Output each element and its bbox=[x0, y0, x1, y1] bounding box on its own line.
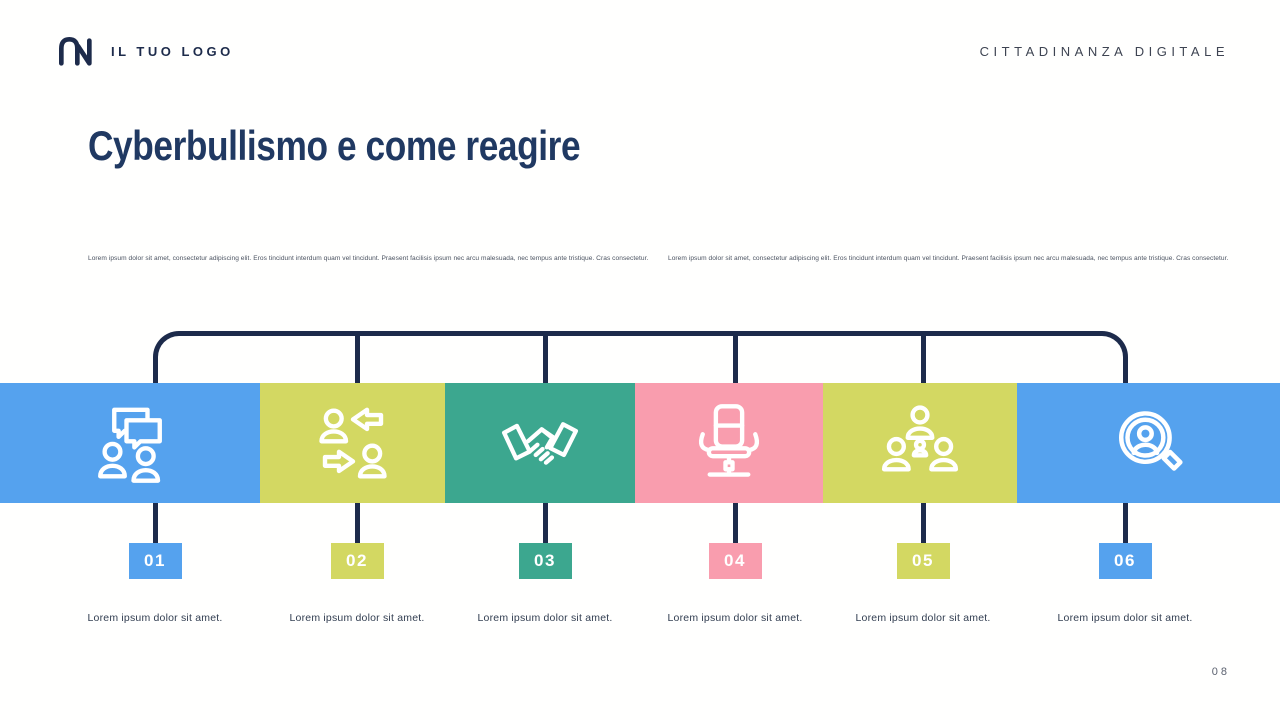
logo-icon bbox=[59, 37, 92, 66]
step-number: 01 bbox=[144, 551, 166, 570]
connector-stub bbox=[920, 331, 926, 383]
step-number: 05 bbox=[912, 551, 934, 570]
brand: IL TUO LOGO bbox=[55, 34, 234, 66]
team-icon bbox=[881, 405, 959, 472]
connector-stub bbox=[152, 503, 158, 544]
connector-stub bbox=[354, 503, 360, 544]
step-number-badge: 02 bbox=[330, 543, 384, 579]
step-number-badge: 04 bbox=[708, 543, 762, 579]
handshake-icon bbox=[501, 422, 579, 465]
step-box-3 bbox=[445, 383, 635, 503]
step-number-badge: 06 bbox=[1098, 543, 1152, 579]
step-box-1 bbox=[0, 383, 260, 503]
connector-bracket bbox=[152, 331, 1128, 383]
step-caption: Lorem ipsum dolor sit amet. bbox=[855, 612, 991, 624]
step-number: 06 bbox=[1114, 551, 1136, 570]
people-exchange-icon bbox=[318, 407, 387, 479]
people-chat-icon bbox=[98, 407, 162, 483]
connector-stub bbox=[732, 331, 738, 383]
connector-stub bbox=[354, 331, 360, 383]
step-number: 03 bbox=[534, 551, 556, 570]
step-caption: Lorem ipsum dolor sit amet. bbox=[1057, 612, 1193, 624]
step-caption: Lorem ipsum dolor sit amet. bbox=[87, 612, 223, 624]
step-number-badge: 05 bbox=[896, 543, 950, 579]
step-box-5 bbox=[823, 383, 1017, 503]
person-search-icon bbox=[1118, 411, 1183, 471]
page-number: 08 bbox=[1211, 666, 1230, 678]
connector-stub bbox=[920, 503, 926, 544]
topic-label: CITTADINANZA DIGITALE bbox=[979, 44, 1229, 59]
step-number: 04 bbox=[724, 551, 746, 570]
step-box-2 bbox=[260, 383, 445, 503]
step-caption: Lorem ipsum dolor sit amet. bbox=[289, 612, 425, 624]
office-chair-icon bbox=[698, 404, 760, 477]
connector-stub bbox=[542, 503, 548, 544]
step-number-badge: 01 bbox=[128, 543, 182, 579]
step-number: 02 bbox=[346, 551, 368, 570]
logo-text: IL TUO LOGO bbox=[111, 44, 234, 59]
step-caption: Lorem ipsum dolor sit amet. bbox=[667, 612, 803, 624]
step-box-4 bbox=[635, 383, 823, 503]
intro-paragraph-left: Lorem ipsum dolor sit amet, consectetur … bbox=[88, 255, 649, 262]
intro-paragraph-right: Lorem ipsum dolor sit amet, consectetur … bbox=[668, 255, 1229, 262]
connector-stub bbox=[1122, 503, 1128, 544]
step-boxes-row bbox=[0, 383, 1280, 503]
step-caption: Lorem ipsum dolor sit amet. bbox=[477, 612, 613, 624]
page-title: Cyberbullismo e come reagire bbox=[88, 122, 581, 169]
step-box-6 bbox=[1017, 383, 1280, 503]
step-number-badge: 03 bbox=[518, 543, 572, 579]
connector-stub bbox=[732, 503, 738, 544]
connector-stub bbox=[542, 331, 548, 383]
